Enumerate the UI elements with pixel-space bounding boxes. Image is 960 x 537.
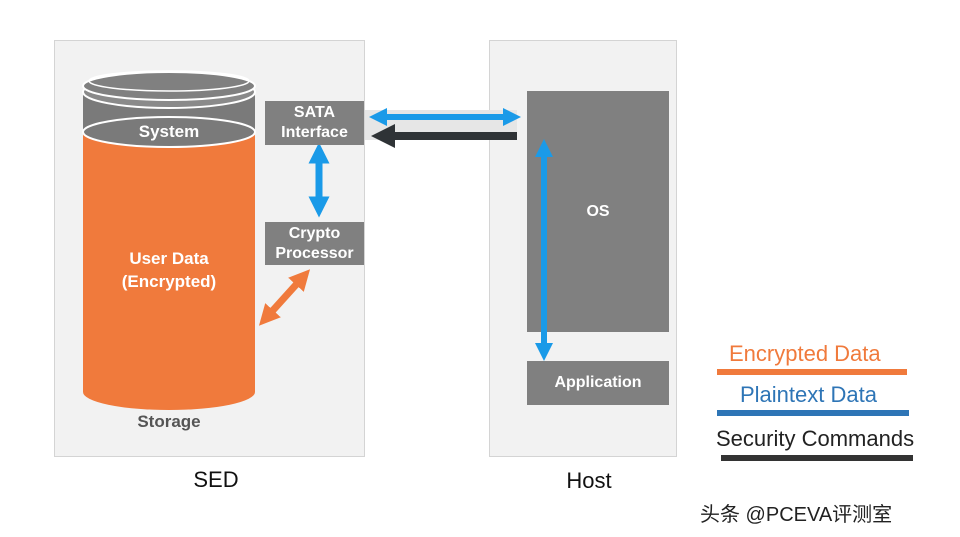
crypto-userdata-arrow <box>258 269 311 326</box>
watermark: 头条 @PCEVA评测室 <box>700 504 893 526</box>
user-data-line2: (Encrypted) <box>121 271 217 291</box>
system-label: System <box>138 122 200 141</box>
legend-encrypted-line <box>717 369 907 375</box>
crypto-processor-box: Crypto Processor <box>265 222 364 265</box>
user-data-label: User Data (Encrypted) <box>83 248 255 294</box>
sed-label: SED <box>193 467 239 492</box>
storage-cylinder <box>82 70 256 410</box>
sata-interface-box: SATA Interface <box>265 101 364 145</box>
sata-line1: SATA <box>293 104 336 121</box>
application-label: Application <box>554 374 642 391</box>
legend-encrypted-label: Encrypted Data <box>729 341 881 366</box>
crypto-line1: Crypto <box>288 224 341 242</box>
os-label: OS <box>586 202 610 220</box>
host-label: Host <box>566 468 612 493</box>
legend-security-line <box>721 455 913 461</box>
user-data-line1: User Data <box>129 249 209 268</box>
os-box: OS <box>527 91 669 332</box>
storage-label: Storage <box>137 412 201 431</box>
legend-security-label: Security Commands <box>716 426 915 451</box>
crypto-line2: Processor <box>275 244 354 262</box>
legend-plaintext-line <box>717 410 909 416</box>
sata-line2: Interface <box>281 124 348 141</box>
legend-plaintext-label: Plaintext Data <box>740 382 877 407</box>
application-box: Application <box>527 361 669 405</box>
